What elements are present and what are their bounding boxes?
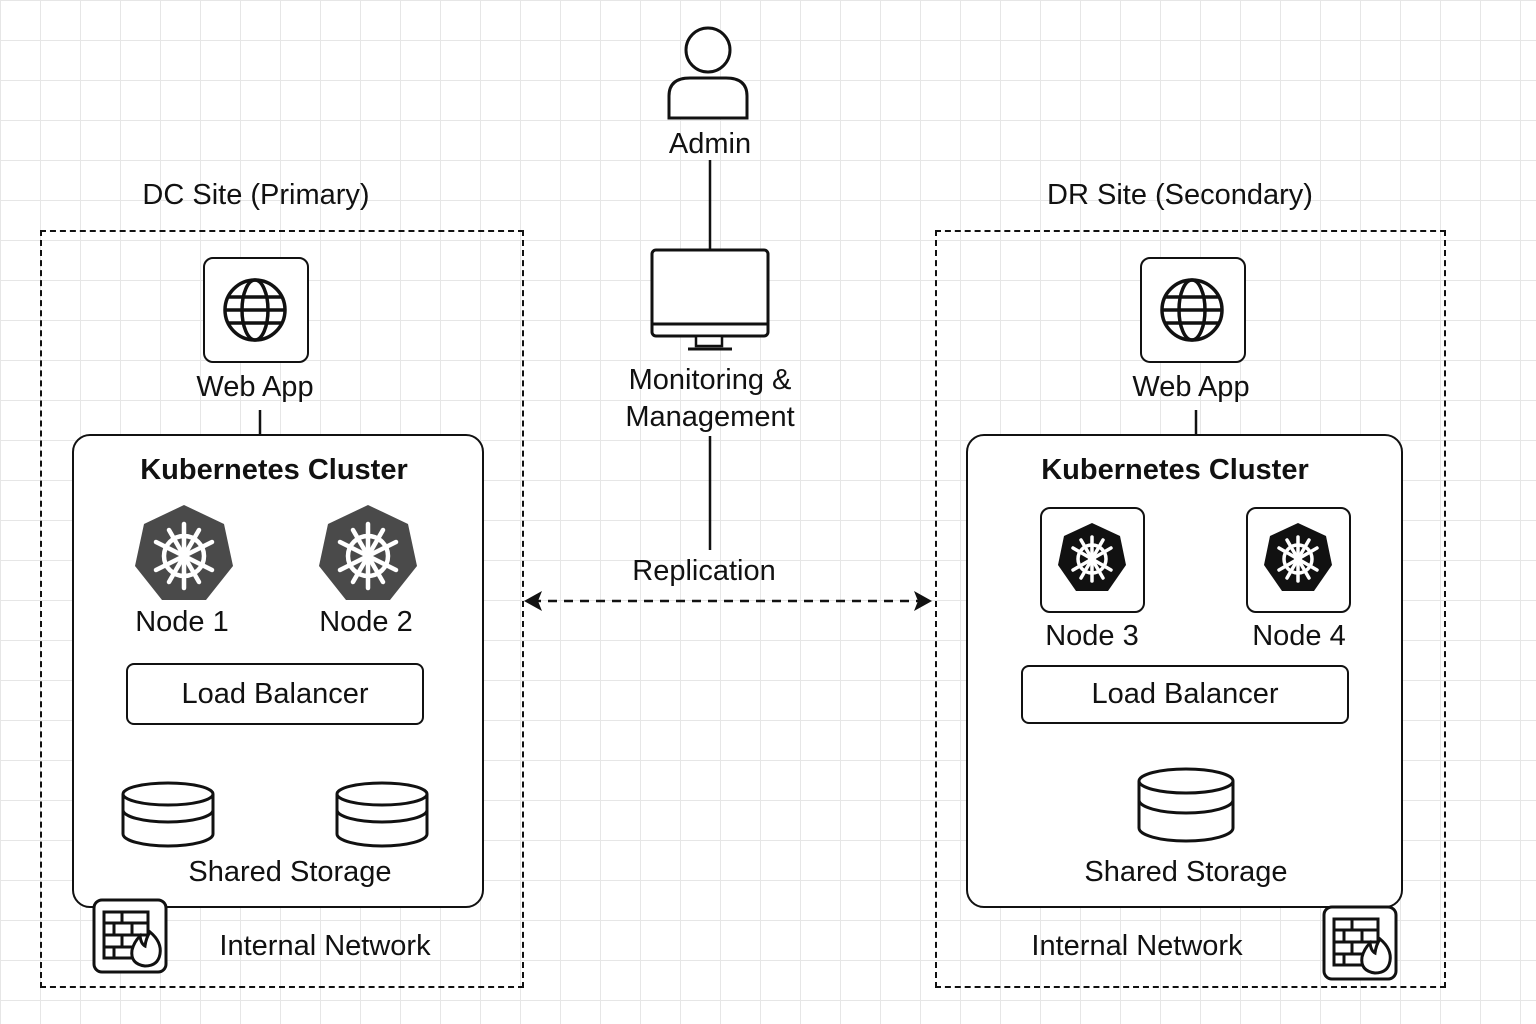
database-icon <box>121 781 215 848</box>
monitoring-label-line1: Monitoring & <box>628 364 792 396</box>
dr-cluster-title: Kubernetes Cluster <box>1041 454 1309 486</box>
kubernetes-icon <box>1058 523 1126 591</box>
database-icon <box>1137 767 1235 843</box>
dc-site-boundary <box>40 230 524 988</box>
kubernetes-icon <box>1264 523 1332 591</box>
dc-load-balancer[interactable]: Load Balancer <box>126 663 424 725</box>
dc-web-app-label: Web App <box>196 371 314 403</box>
monitor-icon <box>650 248 770 351</box>
dr-load-balancer[interactable]: Load Balancer <box>1021 665 1349 724</box>
database-icon <box>335 781 429 848</box>
admin-user-icon <box>667 26 749 120</box>
dc-node-1-label: Node 1 <box>135 606 229 638</box>
dr-internal-network-label: Internal Network <box>1031 930 1243 962</box>
dr-site-boundary <box>935 230 1446 988</box>
dr-node-4-box[interactable] <box>1246 507 1351 613</box>
kubernetes-icon <box>135 505 233 600</box>
dr-node-3-box[interactable] <box>1040 507 1145 613</box>
dr-web-app-label: Web App <box>1132 371 1250 403</box>
globe-icon <box>223 278 287 342</box>
dr-node-4-label: Node 4 <box>1252 620 1346 652</box>
admin-label: Admin <box>668 128 752 160</box>
dr-site-title: DR Site (Secondary) <box>1047 179 1313 211</box>
monitoring-label-line2: Management <box>625 401 795 433</box>
dc-shared-storage-label: Shared Storage <box>188 856 392 888</box>
dc-node-2-label: Node 2 <box>319 606 413 638</box>
dr-web-app-box[interactable] <box>1140 257 1246 363</box>
replication-label: Replication <box>632 555 776 587</box>
dr-load-balancer-label: Load Balancer <box>1091 678 1279 710</box>
dr-shared-storage-label: Shared Storage <box>1084 856 1288 888</box>
dc-cluster-title: Kubernetes Cluster <box>140 454 408 486</box>
dr-node-3-label: Node 3 <box>1045 620 1139 652</box>
kubernetes-icon <box>319 505 417 600</box>
dc-load-balancer-label: Load Balancer <box>181 677 369 710</box>
dc-web-app-box[interactable] <box>203 257 309 363</box>
dc-site-title: DC Site (Primary) <box>142 179 370 211</box>
globe-icon <box>1160 278 1224 342</box>
firewall-icon <box>1322 905 1398 981</box>
dc-internal-network-label: Internal Network <box>219 930 431 962</box>
firewall-icon <box>92 898 168 974</box>
